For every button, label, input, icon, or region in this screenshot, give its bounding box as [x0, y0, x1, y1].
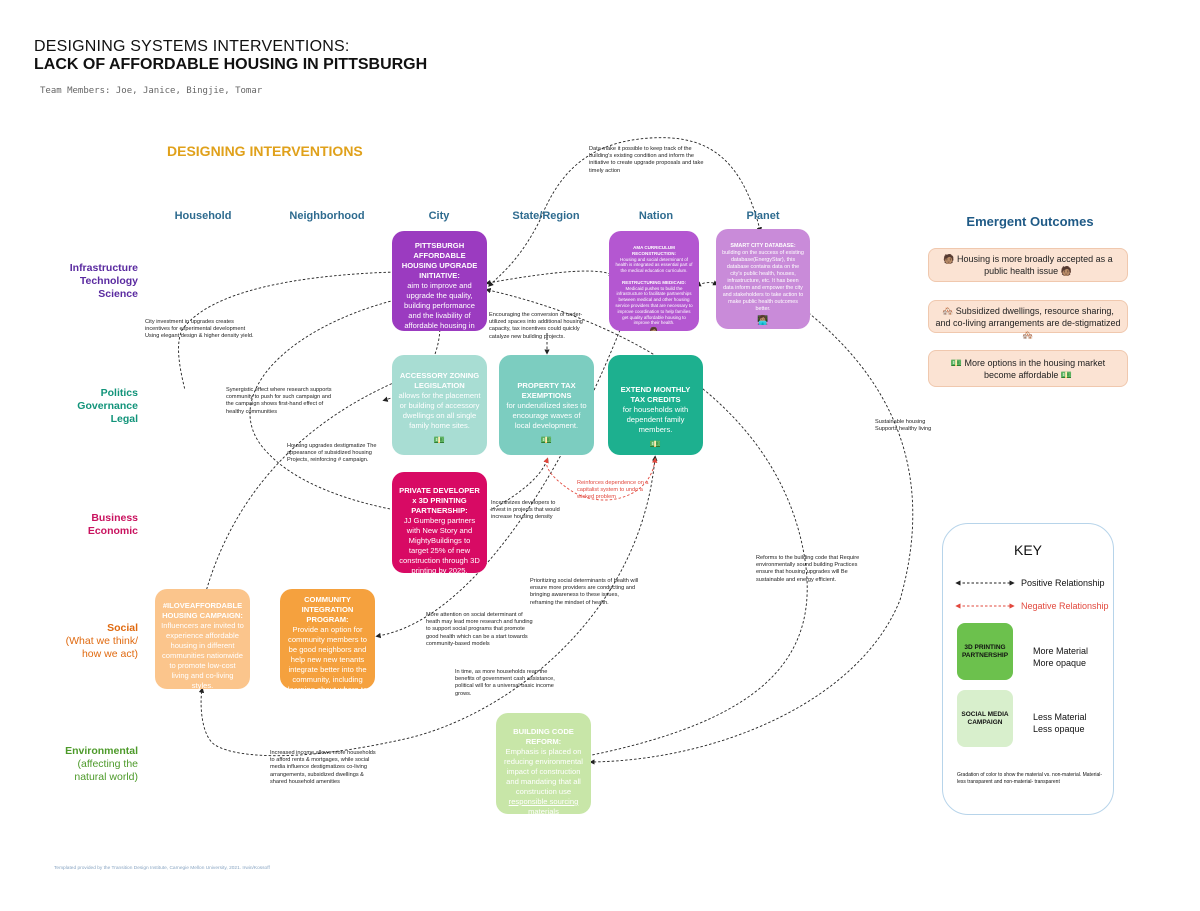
- link-pittsburgh-buildingcode: [485, 287, 808, 756]
- note-city-investment: City investment in upgrades creates ince…: [145, 319, 254, 340]
- column-neighborhood: Neighborhood: [289, 210, 365, 222]
- note-more-attention: More attention on social determinant of …: [426, 612, 533, 647]
- team-members: Team Members: Joe, Janice, Bingjie, Toma…: [40, 86, 263, 96]
- link-negative-extend-property: [543, 457, 658, 501]
- card-community-integration[interactable]: COMMUNITY INTEGRATION PROGRAM:Provide an…: [280, 589, 375, 689]
- link-smartcity-pittsburgh: [488, 137, 762, 287]
- link-pittsburgh-ama: [485, 270, 615, 286]
- column-household: Household: [174, 210, 232, 222]
- link-extend-household: [198, 455, 658, 757]
- link-smartcity-buildingcode: [589, 308, 914, 765]
- note-universal-basic-income: In time, as more households reap the ben…: [455, 669, 555, 697]
- column-city: City: [428, 210, 450, 222]
- key-title: KEY: [1013, 542, 1042, 558]
- column-nation: Nation: [638, 210, 674, 222]
- note-housing-upgrades: Housing upgrades destigmatize The appear…: [287, 443, 377, 464]
- technologist-icon: 👩🏽‍💻: [757, 315, 769, 325]
- money-icon: 💵: [649, 439, 662, 449]
- note-increased-income: Increased income allows more households …: [270, 750, 376, 785]
- title-line1: DESIGNING SYSTEMS INTERVENTIONS:: [34, 38, 350, 55]
- emergent-outcomes-title: Emergent Outcomes: [966, 214, 1094, 229]
- key-swatch-material: 3D PRINTING PARTNERSHIP: [957, 623, 1013, 680]
- card-pittsburgh-upgrade-initiative[interactable]: PITTSBURGH AFFORDABLE HOUSING UPGRADE IN…: [392, 231, 487, 331]
- column-planet: Planet: [746, 210, 780, 222]
- card-private-developer[interactable]: PRIVATE DEVELOPER x 3D PRINTING PARTNERS…: [392, 472, 487, 573]
- doctor-icon: 👩🏽‍⚕️: [615, 328, 693, 331]
- note-prioritizing-social-determinants: Prioritizing social determinants of heal…: [530, 578, 639, 606]
- column-state-region: State/Region: [512, 210, 580, 222]
- outcome-public-health: 🧑🏽 Housing is more broadly accepted as a…: [928, 248, 1128, 282]
- money-icon: 💵: [433, 435, 446, 445]
- key-positive-label: Positive Relationship: [1021, 578, 1105, 588]
- key-negative-label: Negative Relationship: [1021, 601, 1109, 611]
- card-iloveaffordable-campaign[interactable]: #ILOVEAFFORDABLE HOUSING CAMPAIGN:Influe…: [155, 589, 250, 689]
- responsible-sourcing-link[interactable]: responsible sourcing: [508, 797, 579, 806]
- key-gradation-note: Gradation of color to show the material …: [957, 772, 1103, 785]
- key-legend: KEY Positive Relationship Negative Relat…: [942, 523, 1114, 815]
- card-smart-city-database[interactable]: SMART CITY DATABASE:building on the succ…: [716, 229, 810, 329]
- money-icon: 💵: [540, 435, 553, 445]
- section-title: DESIGNING INTERVENTIONS: [167, 143, 363, 159]
- note-building-code-reforms: Reforms to the building code that Requir…: [756, 555, 860, 583]
- note-encouraging-conversion: Encouraging the conversion of under-util…: [489, 312, 583, 340]
- note-synergistic-effect: Synergistic effect where research suppor…: [226, 387, 332, 415]
- link-ama-smartcity: [695, 280, 719, 287]
- key-swatch-non-material: SOCIAL MEDIA CAMPAIGN: [957, 690, 1013, 747]
- row-social: Social(What we think/how we act): [65, 622, 138, 660]
- footer-credit: Templated provided by the Transition Des…: [54, 866, 270, 871]
- key-line-samples: [955, 580, 1015, 609]
- note-sustainable-housing: Sustainable housing Supports healthy liv…: [875, 419, 932, 433]
- note-incentivizes-developers: Incentivizes developers to invest in pro…: [491, 500, 560, 521]
- card-ama-curriculum[interactable]: AMA CURRICULUM RECONSTRUCTION:Housing an…: [609, 231, 699, 331]
- note-data-tracking: Data make it possible to keep track of t…: [589, 146, 704, 174]
- note-negative-dependence: Reinforces dependence on a capitalist sy…: [577, 480, 649, 501]
- card-building-code-reform[interactable]: BUILDING CODE REFORM:Emphasis is placed …: [496, 713, 591, 814]
- outcome-destigmatized: 🏘️ Subsidized dwellings, resource sharin…: [928, 300, 1128, 340]
- link-pittsburgh-household: [178, 269, 398, 391]
- title-line2: LACK OF AFFORDABLE HOUSING IN PITTSBURGH: [34, 56, 428, 73]
- outcome-affordable-options: 💵 More options in the housing market bec…: [928, 350, 1128, 387]
